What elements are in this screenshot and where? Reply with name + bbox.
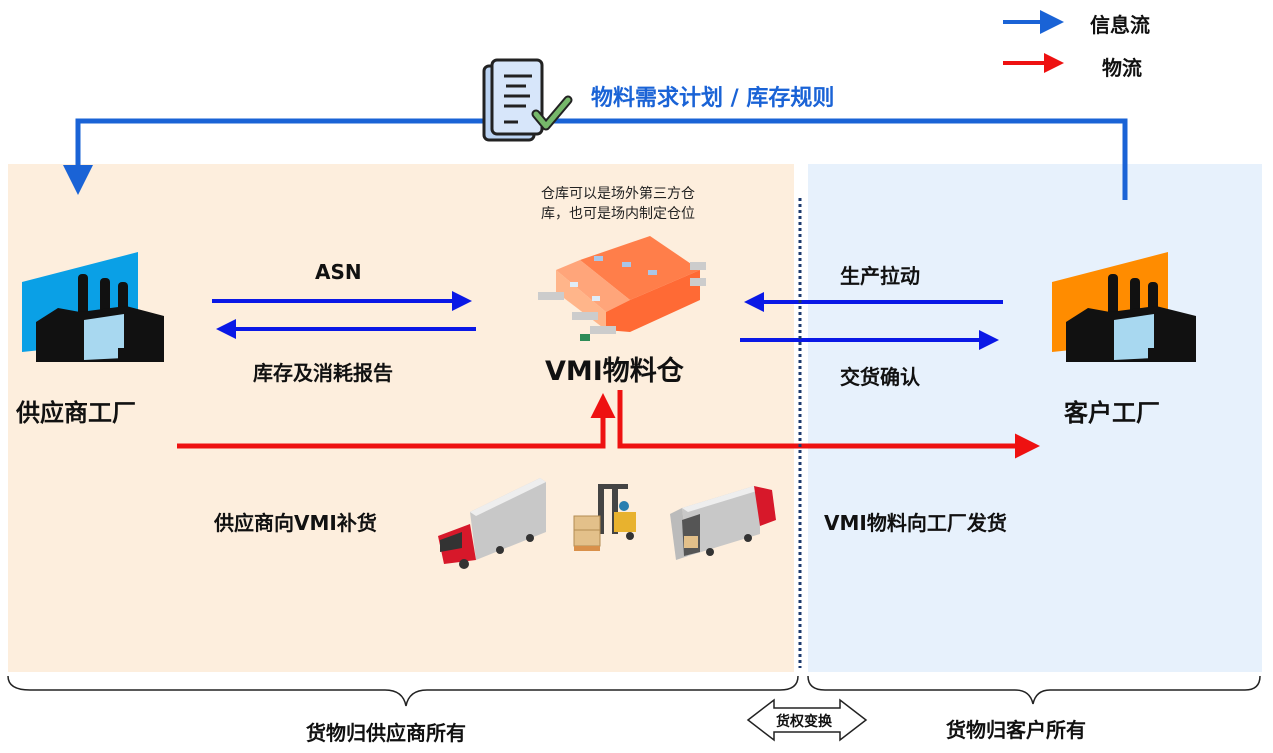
forklift-icon bbox=[573, 484, 636, 551]
customer-brace bbox=[807, 675, 1261, 705]
supplier-brace bbox=[7, 675, 799, 707]
ship-flow-line bbox=[617, 390, 1040, 459]
customer-zone bbox=[808, 164, 1262, 672]
supplier-factory-icon bbox=[22, 252, 164, 362]
customer-factory-label: 客户工厂 bbox=[1064, 399, 1160, 427]
delivery-confirm-label: 交货确认 bbox=[840, 365, 920, 389]
production-pull-label: 生产拉动 bbox=[840, 264, 920, 288]
warehouse-note-line2: 库，也可是场内制定仓位 bbox=[541, 206, 695, 222]
ownership-transfer-label: 货权变换 bbox=[776, 714, 832, 730]
asn-label: ASN bbox=[315, 260, 362, 284]
customer-owned-label: 货物归客户所有 bbox=[946, 718, 1086, 742]
replenish-label: 供应商向VMI补货 bbox=[214, 511, 377, 535]
document-check-icon bbox=[482, 58, 573, 142]
customer-factory-icon bbox=[1052, 252, 1196, 362]
warehouse-note-line1: 仓库可以是场外第三方仓 bbox=[541, 186, 695, 202]
legend-material-flow-label: 物流 bbox=[1102, 56, 1142, 80]
warehouse-note: 仓库可以是场外第三方仓 库，也可是场内制定仓位 bbox=[508, 184, 728, 224]
inventory-report-label: 库存及消耗报告 bbox=[253, 361, 393, 385]
replenish-flow-line bbox=[177, 393, 616, 449]
truck-icon bbox=[438, 478, 546, 569]
transfer-double-arrow bbox=[746, 698, 868, 742]
warehouse-icon bbox=[538, 236, 706, 341]
legend-info-flow-label: 信息流 bbox=[1090, 13, 1150, 37]
plan-flow-line bbox=[63, 118, 1128, 200]
warehouse-label: VMI物料仓 bbox=[545, 356, 684, 387]
ship-to-factory-label: VMI物料向工厂发货 bbox=[824, 511, 1007, 535]
supplier-owned-label: 货物归供应商所有 bbox=[306, 721, 466, 745]
plan-rules-label: 物料需求计划 / 库存规则 bbox=[591, 86, 835, 111]
open-truck-icon bbox=[670, 486, 776, 560]
supplier-factory-label: 供应商工厂 bbox=[16, 399, 136, 427]
